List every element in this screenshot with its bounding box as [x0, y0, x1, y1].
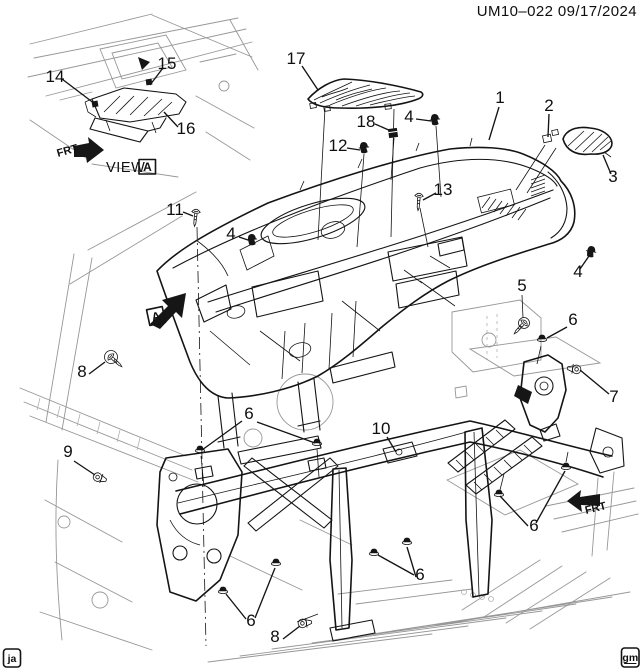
nut-fastener-6c1 [493, 489, 505, 498]
inset-leader-lines [61, 67, 179, 128]
callout-8-upper: 8 [77, 362, 86, 381]
section-a-marker: A [145, 293, 186, 329]
clip-fastener-4-right [584, 244, 598, 259]
inset-view-label: VIEW A [106, 158, 157, 176]
mounting-plane-upper [468, 336, 602, 377]
inset-frt-arrow: FRT [56, 137, 104, 163]
callout-15: 15 [158, 54, 177, 73]
beam-left-end-plate [156, 448, 243, 602]
clip-fastener-4-top [428, 113, 442, 127]
cowl-panel-background [451, 299, 542, 399]
bolt-fastener-8-upper [105, 351, 125, 371]
construction-lines [196, 125, 569, 647]
author-mark-box [2, 648, 22, 668]
inset-body-background [27, 13, 259, 178]
gm-logo-text: gm [622, 652, 638, 664]
callout-3: 3 [608, 167, 617, 186]
callout-12: 12 [329, 136, 348, 155]
callout-6c: 6 [529, 516, 538, 535]
callout-10: 10 [372, 419, 391, 438]
screw-fastener-13 [413, 192, 424, 212]
gm-logo: gm [620, 647, 640, 668]
callout-11: 11 [166, 200, 184, 219]
callout-5: 5 [517, 276, 526, 295]
author-mark-text: ja [7, 653, 17, 665]
view-label-text: VIEW [106, 160, 145, 176]
inset-clip-15 [145, 78, 153, 86]
beam-right-bracket-7 [514, 354, 567, 442]
view-letter-box [138, 158, 157, 175]
section-a-arrow [150, 293, 186, 329]
nut-fastener-6b1 [194, 445, 206, 454]
nut-fastener-6e1 [217, 586, 229, 594]
screw-fastener-11 [189, 208, 201, 228]
callout-16: 16 [177, 119, 196, 138]
inset-frt-label: FRT [56, 142, 80, 160]
callout-4-top: 4 [404, 107, 413, 126]
instrument-panel-assembly [156, 137, 576, 449]
vehicle-body-background [19, 191, 639, 663]
clip-fastener-18 [387, 127, 399, 139]
callout-9: 9 [63, 442, 72, 461]
bolt-fastener-7 [566, 362, 582, 376]
view-letter: A [143, 160, 152, 174]
callout-14: 14 [46, 67, 65, 86]
callout-2: 2 [544, 96, 553, 115]
callout-6a: 6 [568, 310, 577, 329]
callout-4-right: 4 [573, 262, 582, 281]
speaker-bracket-2 [515, 128, 560, 194]
clip-fastener-12 [357, 141, 371, 155]
section-letter-box [145, 305, 167, 327]
frt-arrow [567, 490, 600, 512]
inset-view-a: FRT VIEW A [27, 13, 259, 178]
side-speaker-cover [562, 126, 613, 158]
nut-fastener-6e2 [270, 558, 282, 566]
frt-direction-marker: FRT [567, 490, 608, 517]
bolt-fastener-9 [91, 470, 109, 486]
nut-fastener-6a [536, 334, 548, 343]
callout-4-left: 4 [226, 224, 235, 243]
nut-fastener-6d2 [368, 548, 380, 556]
callout-18: 18 [357, 112, 376, 131]
ip-carrier-beam [156, 354, 625, 642]
callout-6e: 6 [246, 611, 255, 630]
callout-17: 17 [287, 49, 306, 68]
mounting-plane-lower [446, 449, 579, 516]
frt-label: FRT [584, 500, 608, 517]
callout-labels: 14 15 16 17 18 4 12 1 2 3 13 11 4 4 5 6 … [46, 49, 619, 646]
callout-6b: 6 [244, 404, 253, 423]
leader-lines [73, 65, 612, 640]
fasteners [91, 113, 598, 630]
right-support-column [464, 427, 493, 598]
center-support-column [329, 467, 376, 642]
nut-fastener-6d1 [401, 537, 413, 545]
callout-1: 1 [495, 88, 504, 107]
section-letter: A [150, 309, 162, 325]
callout-7: 7 [609, 387, 618, 406]
callout-6d: 6 [415, 565, 424, 584]
instrument-panel-inner-structure [195, 235, 468, 449]
diagonal-braces [243, 419, 543, 532]
nut-fastener-6c2 [560, 462, 572, 471]
callout-8-lower: 8 [270, 627, 279, 646]
gm-logo-box [620, 647, 640, 668]
beam-right-end-bracket [589, 427, 625, 474]
author-mark: ja [2, 648, 22, 668]
clip-fastener-4-left [245, 233, 259, 247]
document-reference: UM10–022 09/17/2024 [477, 3, 637, 20]
inset-heater-duct [84, 87, 187, 143]
bolt-fastener-5 [510, 317, 530, 337]
beam-bracket-10 [382, 441, 418, 464]
callout-13: 13 [434, 180, 453, 199]
